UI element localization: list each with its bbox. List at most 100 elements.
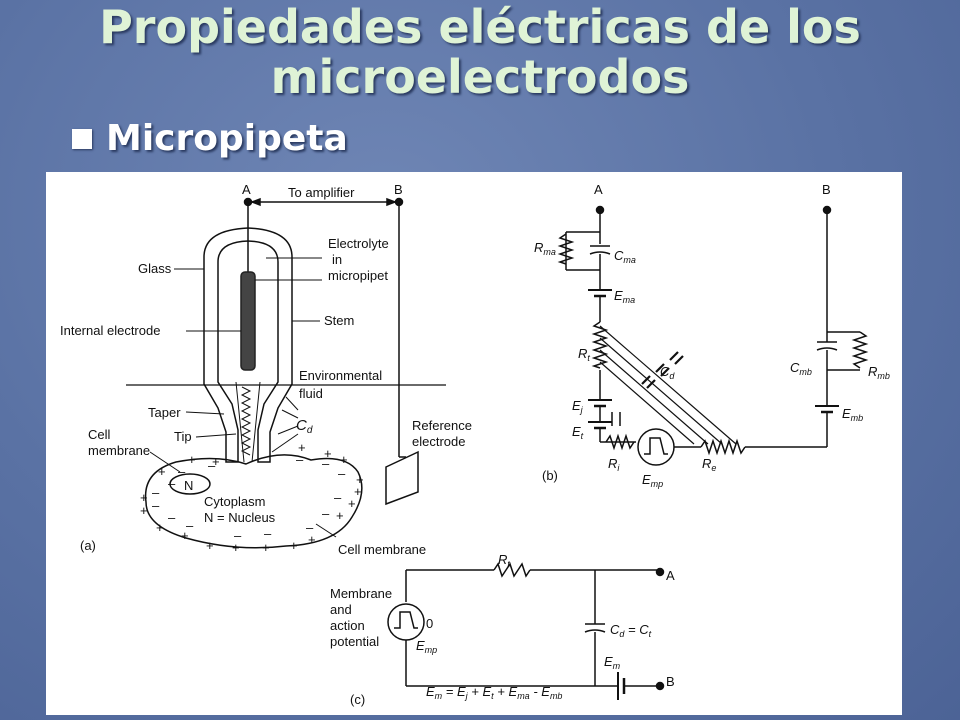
- figure-panel: +++ +++ +++ +++ +++ +++ + ––– ––– ––– ––…: [46, 172, 902, 715]
- b-label-rmb: Rmb: [868, 364, 890, 381]
- c-label-and: and: [330, 602, 352, 617]
- a-label-glass: Glass: [138, 261, 172, 276]
- square-bullet-icon: [72, 128, 92, 149]
- c-label-potential: potential: [330, 634, 379, 649]
- b-label-ri: Ri: [608, 456, 620, 473]
- a-label-tip: Tip: [174, 429, 192, 444]
- b-label-emb: Emb: [842, 406, 863, 423]
- c-label-point-b: B: [666, 674, 675, 689]
- a-label-environmental: Environmental: [299, 368, 382, 383]
- c-emp-source: [387, 603, 425, 641]
- svg-text:–: –: [264, 526, 272, 541]
- svg-text:–: –: [168, 476, 176, 491]
- svg-text:+: +: [308, 532, 316, 547]
- svg-text:+: +: [336, 508, 344, 523]
- nucleus-shape: [169, 473, 211, 495]
- svg-text:–: –: [208, 458, 216, 473]
- svg-text:+: +: [140, 490, 148, 505]
- b-rmb-resistor: [851, 331, 869, 369]
- b-label-point-a: A: [594, 182, 603, 197]
- glass-pipette: [203, 227, 293, 463]
- c-label-rt: Rt: [498, 552, 510, 569]
- a-label-reference: Reference: [412, 418, 472, 433]
- c-label-membrane: Membrane: [330, 586, 392, 601]
- svg-text:–: –: [338, 466, 346, 481]
- svg-text:–: –: [296, 452, 304, 467]
- b-label-ej: Ej: [572, 398, 584, 415]
- a-label-stem: Stem: [324, 313, 354, 328]
- a-label-fluid: fluid: [299, 386, 323, 401]
- panel-a-micropipette: +++ +++ +++ +++ +++ +++ + ––– ––– ––– ––…: [60, 182, 472, 557]
- a-label-point-b: B: [394, 182, 403, 197]
- panel-b-equivalent-circuit: A B Rma Cma Ema Rt Cd Ej Et Ri Re Emp Cm…: [534, 182, 890, 489]
- c-terminal-a-dot: [655, 567, 665, 577]
- svg-text:+: +: [340, 452, 348, 467]
- svg-text:+: +: [290, 538, 298, 553]
- svg-text:+: +: [140, 503, 148, 518]
- b-label-panel: (b): [542, 468, 558, 483]
- a-label-nucleus-n: N: [184, 478, 193, 493]
- panel-c-simplified-circuit: Rt A B Membrane and action potential 0 E…: [330, 552, 675, 707]
- svg-text:+: +: [356, 472, 364, 487]
- svg-text:–: –: [168, 510, 176, 525]
- b-label-rt: Rt: [578, 346, 590, 363]
- b-cd-distributed: [599, 325, 737, 445]
- svg-text:–: –: [322, 506, 330, 521]
- b-label-re: Re: [702, 456, 716, 473]
- c-label-zero: 0: [426, 616, 433, 631]
- micropipette-circuit-figure: +++ +++ +++ +++ +++ +++ + ––– ––– ––– ––…: [60, 182, 890, 707]
- a-label-point-a: A: [242, 182, 251, 197]
- svg-text:+: +: [324, 446, 332, 461]
- svg-text:+: +: [232, 540, 240, 555]
- b-cd-plates: [641, 351, 684, 389]
- svg-text:–: –: [178, 464, 186, 479]
- b-rt-resistor: [591, 321, 609, 369]
- b-label-emp: Emp: [642, 472, 663, 489]
- a-label-membrane: membrane: [88, 443, 150, 458]
- b-label-ema: Ema: [614, 288, 635, 305]
- c-terminal-b-dot: [655, 681, 665, 691]
- bullet-item: Micropipeta: [72, 118, 348, 159]
- svg-text:+: +: [156, 520, 164, 535]
- a-label-cytoplasm: Cytoplasm: [204, 494, 265, 509]
- a-label-in: in: [332, 252, 342, 267]
- a-label-to-amplifier: To amplifier: [288, 185, 355, 200]
- a-label-cell-membrane: Cell membrane: [338, 542, 426, 557]
- b-label-et: Et: [572, 424, 584, 441]
- svg-text:+: +: [348, 496, 356, 511]
- svg-text:–: –: [322, 456, 330, 471]
- svg-text:+: +: [188, 452, 196, 467]
- title-line-2: microelectrodos: [270, 50, 690, 104]
- b-rma-resistor: [557, 233, 575, 265]
- reference-electrode-plate: [385, 450, 419, 506]
- slide-title: Propiedades eléctricas de los microelect…: [0, 0, 960, 102]
- svg-text:+: +: [262, 540, 270, 555]
- a-label-cd: Cd: [296, 417, 313, 436]
- c-label-panel: (c): [350, 692, 365, 707]
- svg-text:–: –: [306, 520, 314, 535]
- svg-text:–: –: [234, 528, 242, 543]
- svg-text:–: –: [152, 485, 160, 500]
- b-re-resistor: [700, 438, 746, 456]
- c-label-em: Em: [604, 654, 621, 671]
- svg-text:+: +: [206, 538, 214, 553]
- a-label-nucleus: N = Nucleus: [204, 510, 276, 525]
- cell-body: [144, 454, 363, 549]
- internal-electrode-wire: [240, 271, 256, 371]
- svg-text:–: –: [152, 498, 160, 513]
- b-label-cd: Cd: [660, 364, 675, 381]
- c-label-point-a: A: [666, 568, 675, 583]
- svg-text:+: +: [354, 484, 362, 499]
- a-label-cell: Cell: [88, 427, 111, 442]
- a-label-taper: Taper: [148, 405, 181, 420]
- b-label-rma: Rma: [534, 240, 556, 257]
- a-label-electrode: electrode: [412, 434, 465, 449]
- title-line-1: Propiedades eléctricas de los: [99, 0, 861, 54]
- a-label-electrolyte: Electrolyte: [328, 236, 389, 251]
- b-label-point-b: B: [822, 182, 831, 197]
- a-label-panel: (a): [80, 538, 96, 553]
- svg-text:+: +: [298, 440, 306, 455]
- c-label-emp: Emp: [416, 638, 437, 655]
- c-rt-resistor: [493, 562, 531, 578]
- svg-text:–: –: [186, 518, 194, 533]
